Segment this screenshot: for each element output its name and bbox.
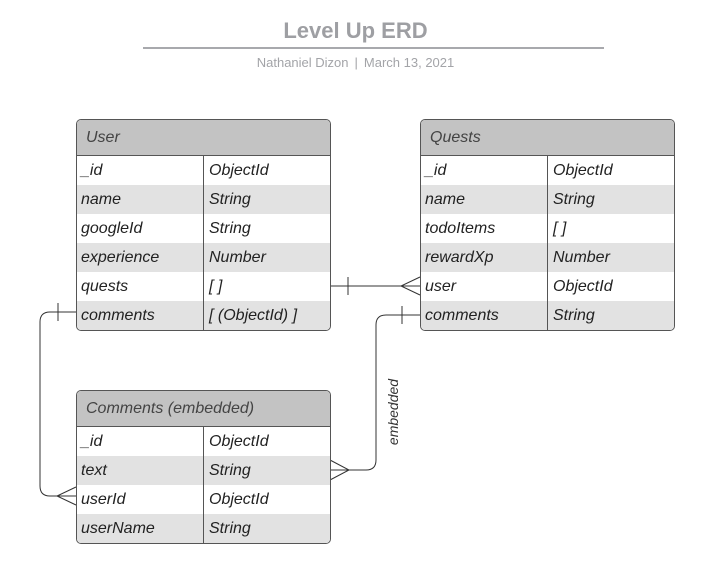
field-row: comments String bbox=[421, 301, 674, 330]
diagram-date: March 13, 2021 bbox=[363, 55, 455, 70]
field-type: ObjectId bbox=[553, 278, 613, 295]
many-marker bbox=[399, 276, 421, 296]
entity-header: Quests bbox=[421, 120, 674, 156]
field-type: Number bbox=[553, 249, 610, 266]
subtitle-separator: | bbox=[354, 55, 358, 70]
field-row: todoItems [ ] bbox=[421, 214, 674, 243]
field-row: _id ObjectId bbox=[77, 156, 330, 185]
field-type: String bbox=[553, 307, 595, 324]
author-name: Nathaniel Dizon bbox=[256, 55, 349, 70]
field-name: todoItems bbox=[421, 214, 548, 243]
field-name: googleId bbox=[77, 214, 204, 243]
connector-quests-comments bbox=[329, 306, 420, 481]
connector-user-comments bbox=[39, 303, 77, 506]
field-row: name String bbox=[421, 185, 674, 214]
field-name: comments bbox=[421, 301, 548, 330]
field-name: rewardXp bbox=[421, 243, 548, 272]
field-name: userId bbox=[77, 485, 204, 514]
diagram-title: Level Up ERD bbox=[283, 18, 428, 43]
field-name: comments bbox=[77, 301, 204, 330]
field-type: String bbox=[553, 191, 595, 208]
field-type: String bbox=[209, 462, 251, 479]
field-type: Number bbox=[209, 249, 266, 266]
field-type: ObjectId bbox=[209, 491, 269, 508]
field-row: googleId String bbox=[77, 214, 330, 243]
field-row: comments [ (ObjectId) ] bbox=[77, 301, 330, 330]
field-name: name bbox=[421, 185, 548, 214]
field-name: _id bbox=[421, 156, 548, 185]
entity-header: Comments (embedded) bbox=[77, 391, 330, 427]
field-type: ObjectId bbox=[209, 433, 269, 450]
connector-line bbox=[39, 311, 76, 497]
field-type: String bbox=[209, 191, 251, 208]
connector-line bbox=[330, 314, 420, 471]
field-row: name String bbox=[77, 185, 330, 214]
field-row: userName String bbox=[77, 514, 330, 543]
field-name: _id bbox=[77, 427, 204, 456]
title-underline bbox=[143, 47, 604, 49]
field-type: String bbox=[209, 520, 251, 537]
field-name: user bbox=[421, 272, 548, 301]
field-row: rewardXp Number bbox=[421, 243, 674, 272]
field-name: text bbox=[77, 456, 204, 485]
relationship-label-embedded: embedded bbox=[385, 378, 401, 446]
many-marker bbox=[329, 459, 351, 481]
field-name: experience bbox=[77, 243, 204, 272]
diagram-subtitle: Nathaniel Dizon | March 13, 2021 bbox=[0, 55, 711, 70]
field-type: [ ] bbox=[209, 278, 223, 295]
field-type: String bbox=[209, 220, 251, 237]
field-row: quests [ ] bbox=[77, 272, 330, 301]
field-row: _id ObjectId bbox=[421, 156, 674, 185]
field-row: userId ObjectId bbox=[77, 485, 330, 514]
field-name: _id bbox=[77, 156, 204, 185]
field-name: name bbox=[77, 185, 204, 214]
field-type: ObjectId bbox=[209, 162, 269, 179]
field-row: _id ObjectId bbox=[77, 427, 330, 456]
field-row: user ObjectId bbox=[421, 272, 674, 301]
field-type: [ (ObjectId) ] bbox=[209, 307, 298, 324]
field-type: [ ] bbox=[553, 220, 567, 237]
many-marker bbox=[55, 486, 77, 506]
entity-header: User bbox=[77, 120, 330, 156]
field-name: quests bbox=[77, 272, 204, 301]
field-row: experience Number bbox=[77, 243, 330, 272]
field-name: userName bbox=[77, 514, 204, 543]
connector-user-quests bbox=[330, 276, 421, 296]
field-row: text String bbox=[77, 456, 330, 485]
field-type: ObjectId bbox=[553, 162, 613, 179]
